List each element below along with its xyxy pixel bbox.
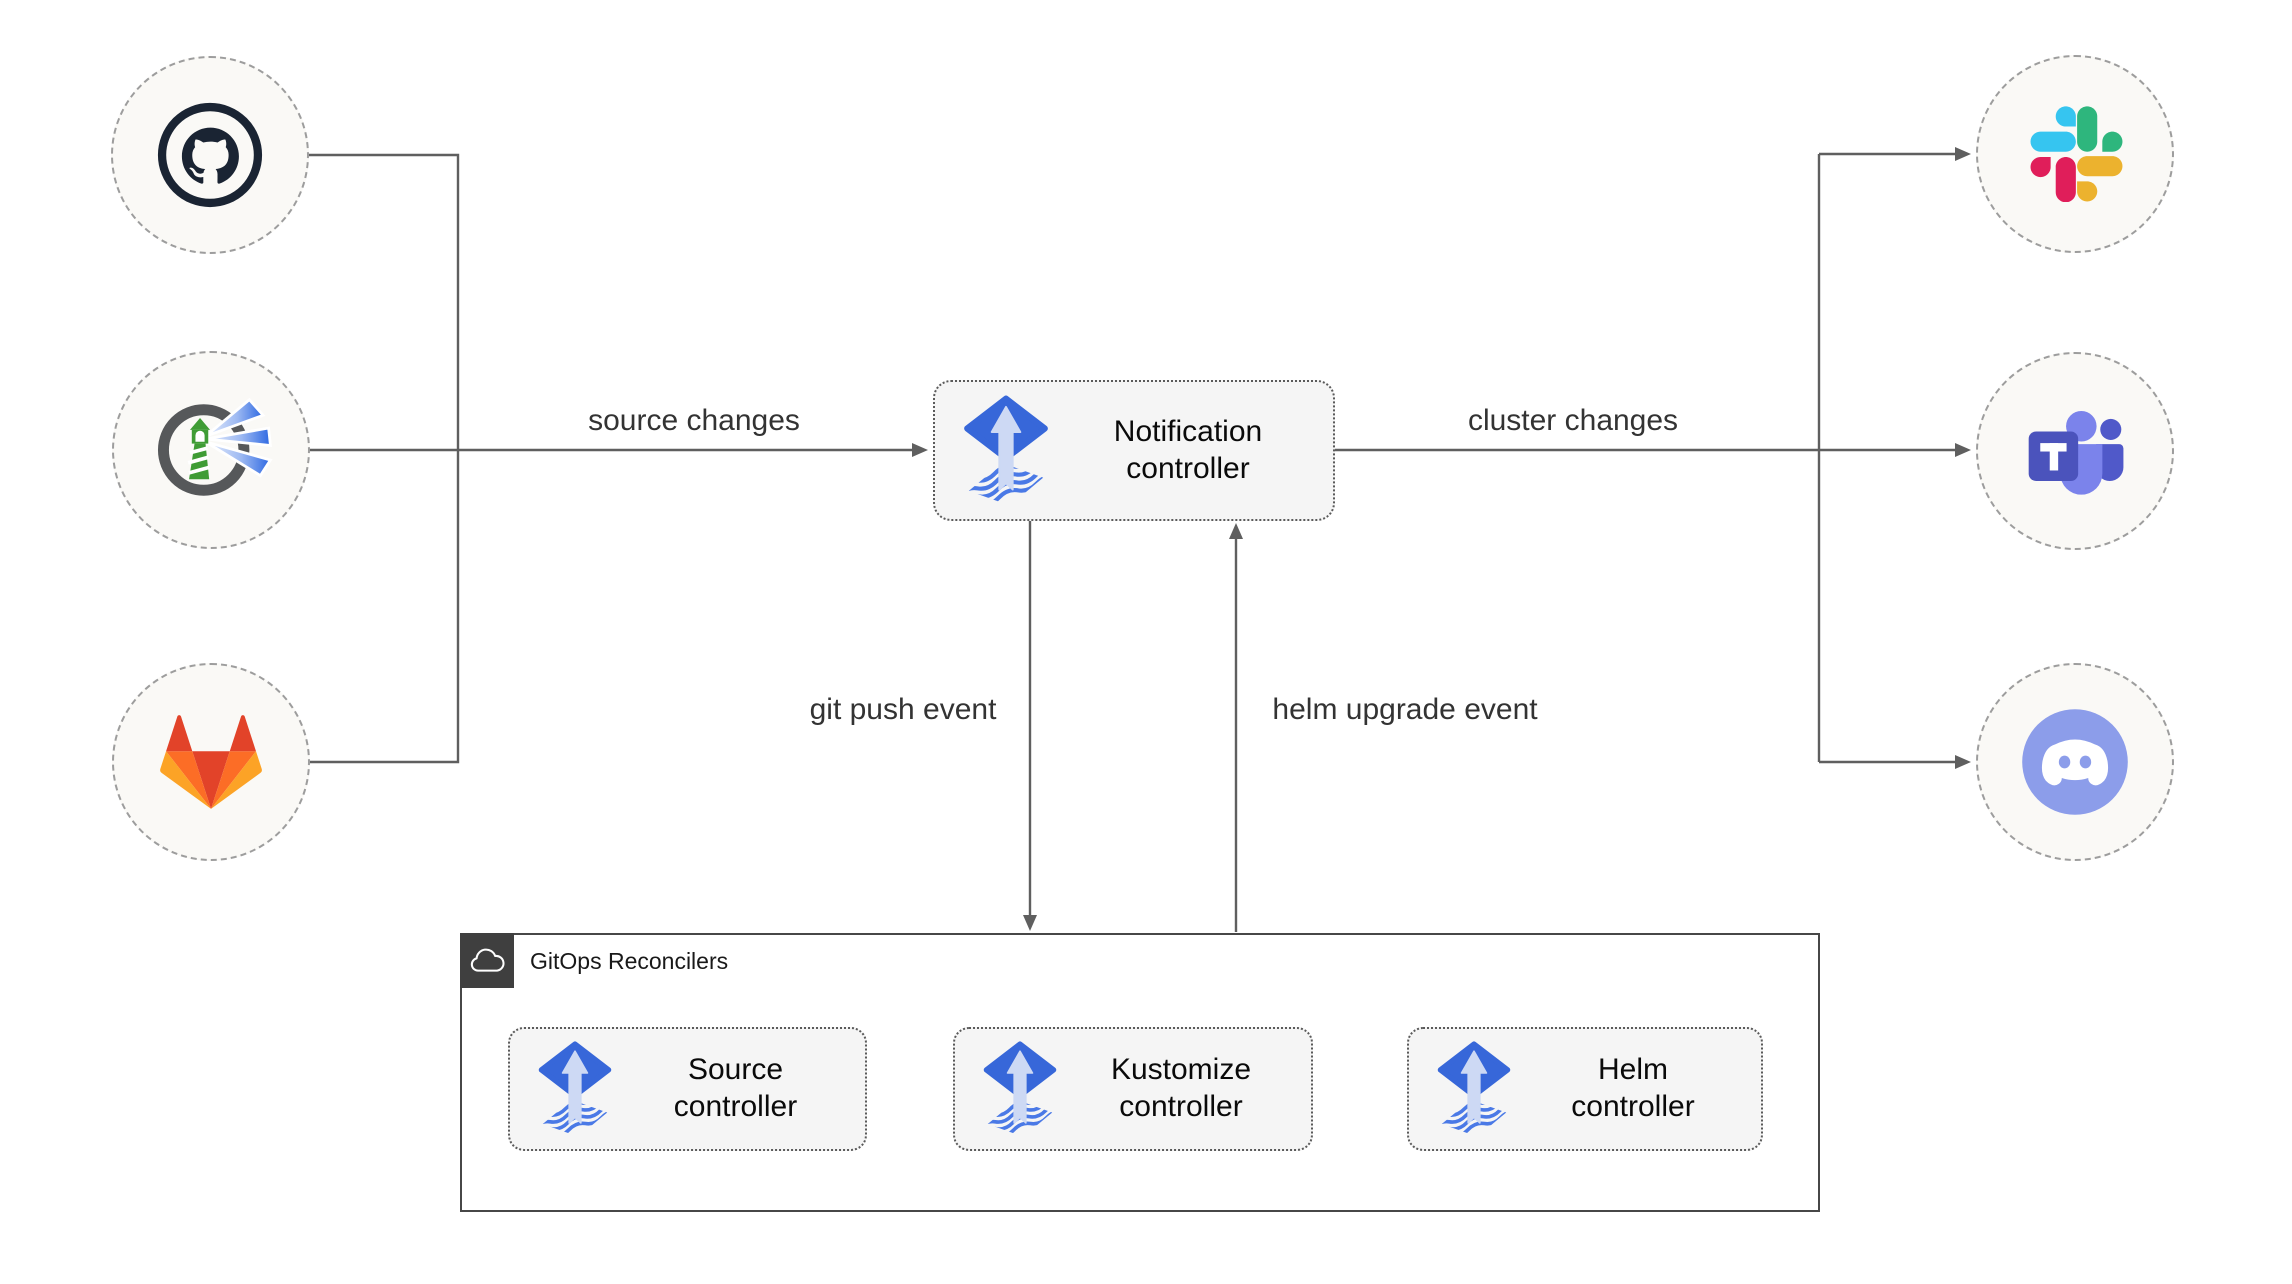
source-controller-node: Source controller bbox=[508, 1027, 867, 1151]
github-icon bbox=[157, 102, 263, 208]
notification-controller-node: Notification controller bbox=[933, 380, 1335, 521]
gitlab-icon bbox=[160, 715, 262, 809]
edge-label-source-changes: source changes bbox=[588, 404, 800, 437]
notifier-node-discord bbox=[1976, 663, 2174, 861]
notifier-node-slack bbox=[1976, 55, 2174, 253]
notifier-node-teams bbox=[1976, 352, 2174, 550]
helm-controller-label: Helm controller bbox=[1571, 1053, 1695, 1123]
flux-icon bbox=[536, 1040, 614, 1138]
discord-icon bbox=[2022, 709, 2128, 815]
notification-controller-label: Notification controller bbox=[1113, 414, 1263, 485]
harbor-icon bbox=[157, 397, 273, 496]
teams-icon bbox=[2028, 411, 2124, 495]
edge-label-git-push-event: git push event bbox=[809, 693, 997, 726]
kustomize-controller-node: Kustomize controller bbox=[953, 1027, 1313, 1151]
cloud-icon bbox=[470, 948, 505, 972]
flux-icon bbox=[981, 1040, 1059, 1138]
flux-icon bbox=[961, 394, 1051, 507]
source-node-harbor bbox=[112, 351, 310, 549]
helm-controller-node: Helm controller bbox=[1407, 1027, 1763, 1151]
source-node-gitlab bbox=[112, 663, 310, 861]
edge-sources-junction bbox=[309, 153, 460, 764]
flux-icon bbox=[1435, 1040, 1513, 1138]
edge-label-helm-upgrade-event: helm upgrade event bbox=[1272, 693, 1538, 726]
source-node-github bbox=[111, 56, 309, 254]
kustomize-controller-label: Kustomize controller bbox=[1110, 1053, 1252, 1123]
edge-label-cluster-changes: cluster changes bbox=[1467, 404, 1679, 437]
gitops-reconcilers-badge bbox=[460, 933, 514, 988]
gitops-reconcilers-label: GitOps Reconcilers bbox=[530, 948, 729, 974]
slack-icon bbox=[2030, 106, 2123, 202]
source-controller-label: Source controller bbox=[673, 1053, 798, 1123]
